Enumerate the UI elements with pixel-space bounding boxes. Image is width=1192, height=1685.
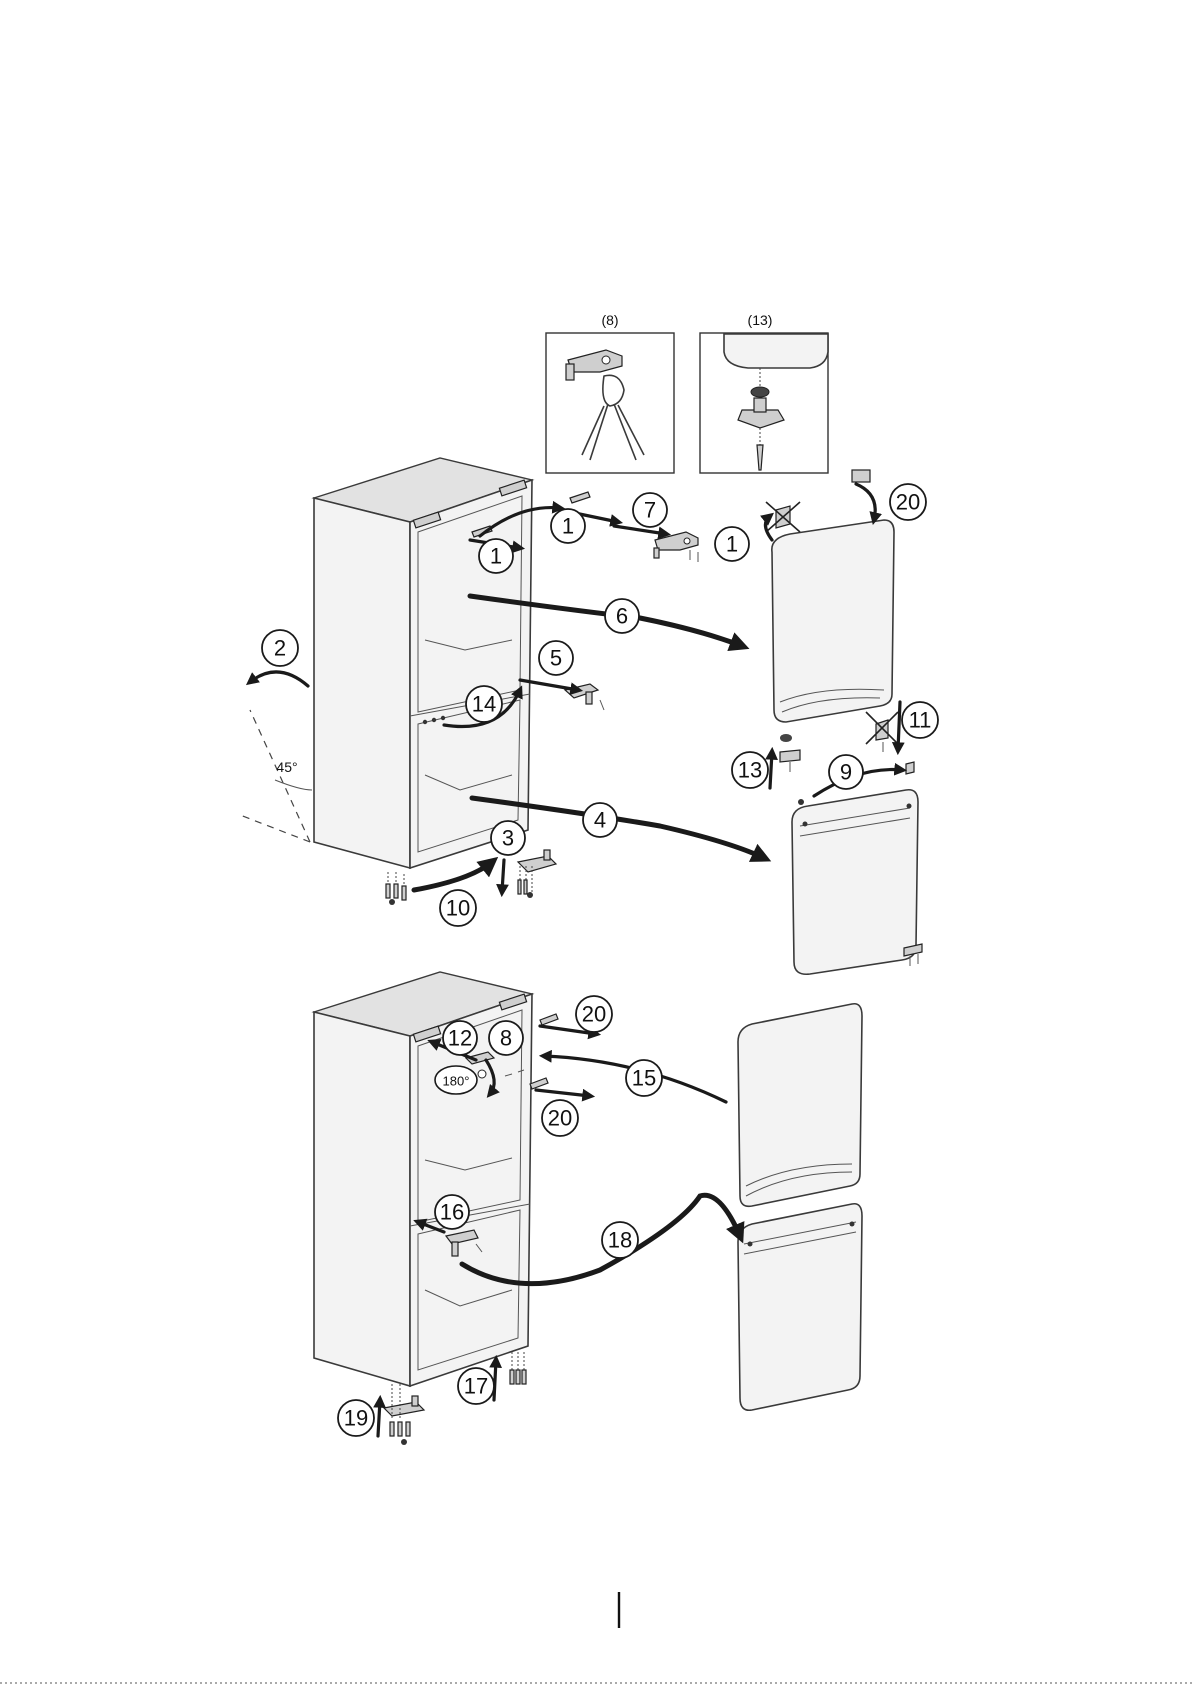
svg-text:12: 12 bbox=[448, 1026, 472, 1051]
svg-text:1: 1 bbox=[726, 532, 738, 557]
detail-box-13: (13) bbox=[700, 312, 828, 473]
svg-text:9: 9 bbox=[840, 760, 852, 785]
step-badge-8: 8 bbox=[489, 1021, 523, 1055]
svg-text:13: 13 bbox=[738, 758, 762, 783]
svg-text:11: 11 bbox=[909, 708, 932, 733]
upper-fridge-door bbox=[766, 470, 898, 772]
step-badge-19: 19 bbox=[338, 1400, 374, 1436]
step-badge-17: 17 bbox=[458, 1368, 494, 1404]
step-badge-20-mid-bottom: 20 bbox=[542, 1100, 578, 1136]
svg-text:15: 15 bbox=[632, 1066, 656, 1091]
svg-text:2: 2 bbox=[274, 636, 286, 661]
step-badge-3: 3 bbox=[491, 821, 525, 855]
svg-text:1: 1 bbox=[562, 514, 574, 539]
rotation-label: 180° bbox=[443, 1074, 470, 1089]
step-badge-20-mid-top: 20 bbox=[576, 996, 612, 1032]
step-badge-10: 10 bbox=[440, 890, 476, 926]
left-feet-screws bbox=[386, 872, 406, 905]
step-badge-11: 11 bbox=[902, 702, 938, 738]
angle-label: 45° bbox=[276, 759, 297, 775]
svg-text:6: 6 bbox=[616, 604, 628, 629]
svg-text:1: 1 bbox=[490, 544, 502, 569]
step-badge-5: 5 bbox=[539, 641, 573, 675]
step-badge-1a: 1 bbox=[479, 539, 513, 573]
detail-box-8: (8) bbox=[546, 312, 674, 473]
step-badge-6: 6 bbox=[605, 599, 639, 633]
step-badge-4: 4 bbox=[583, 803, 617, 837]
step-badge-7: 7 bbox=[633, 493, 667, 527]
svg-text:8: 8 bbox=[500, 1026, 512, 1051]
step-badge-12: 12 bbox=[443, 1021, 477, 1055]
step-badge-18: 18 bbox=[602, 1222, 638, 1258]
svg-text:17: 17 bbox=[464, 1374, 488, 1399]
fridge-cabinet-upper bbox=[314, 458, 532, 868]
reversed-fridge-door bbox=[738, 1004, 862, 1207]
svg-text:3: 3 bbox=[502, 826, 514, 851]
step-badge-13: 13 bbox=[732, 752, 768, 788]
detail-box-13-label: (13) bbox=[748, 312, 773, 328]
step-badge-15: 15 bbox=[626, 1060, 662, 1096]
step-badge-2: 2 bbox=[262, 630, 298, 666]
step-badge-1c: 1 bbox=[715, 527, 749, 561]
svg-text:7: 7 bbox=[644, 498, 656, 523]
svg-text:10: 10 bbox=[446, 896, 470, 921]
svg-text:14: 14 bbox=[472, 692, 496, 717]
svg-text:18: 18 bbox=[608, 1228, 632, 1253]
svg-text:5: 5 bbox=[550, 646, 562, 671]
step-badge-9: 9 bbox=[829, 755, 863, 789]
step-badge-14: 14 bbox=[466, 686, 502, 722]
svg-text:20: 20 bbox=[548, 1106, 572, 1131]
bottom-hinge-part bbox=[518, 850, 556, 898]
svg-text:20: 20 bbox=[896, 490, 920, 515]
lower-freezer-door bbox=[792, 762, 922, 974]
svg-text:4: 4 bbox=[594, 808, 606, 833]
svg-text:16: 16 bbox=[440, 1200, 464, 1225]
step-badge-1b: 1 bbox=[551, 509, 585, 543]
rotation-badge: 180° bbox=[435, 1066, 477, 1094]
svg-text:19: 19 bbox=[344, 1406, 368, 1431]
step-badge-16: 16 bbox=[435, 1195, 469, 1229]
svg-text:20: 20 bbox=[582, 1002, 606, 1027]
tilt-angle-guide: 45° bbox=[240, 710, 312, 842]
top-hinge-part bbox=[654, 532, 698, 562]
step-badge-20-top: 20 bbox=[890, 484, 926, 520]
reversed-freezer-door bbox=[738, 1204, 862, 1411]
detail-box-8-label: (8) bbox=[601, 312, 618, 328]
